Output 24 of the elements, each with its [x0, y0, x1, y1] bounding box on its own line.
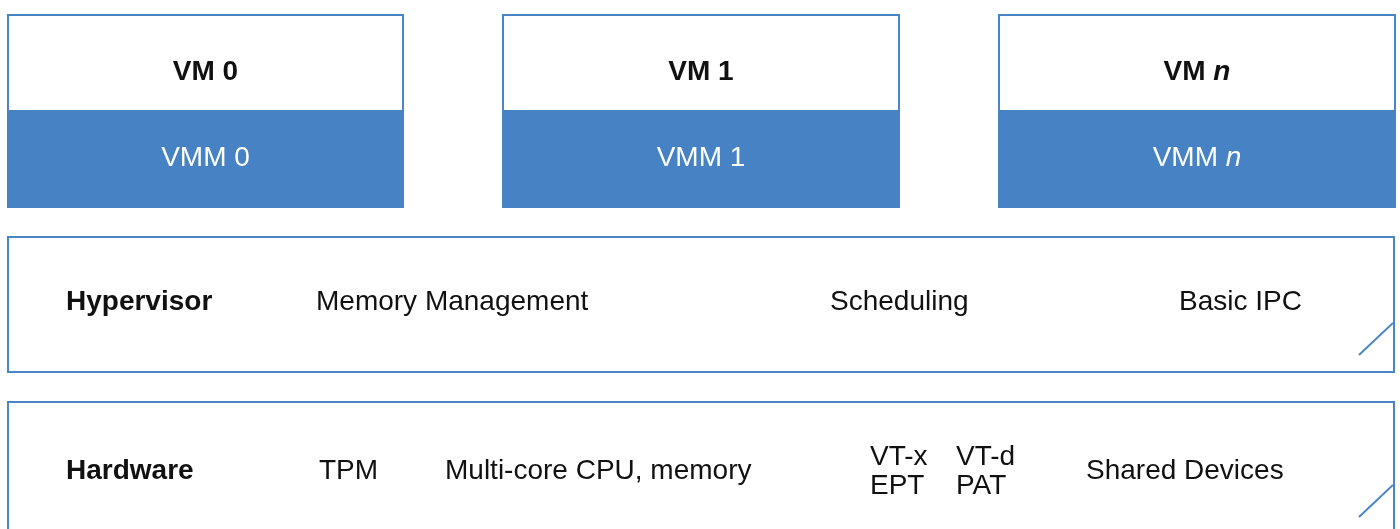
vmm-bar [7, 110, 404, 208]
component-label: Memory Management [316, 286, 589, 316]
vm-label: VM n [1162, 56, 1232, 86]
layer-band [7, 401, 1395, 529]
layer-title: Hypervisor [66, 286, 213, 316]
vm-label: VM 0 [171, 56, 240, 86]
vmm-bar [502, 110, 900, 208]
vmm-bar [998, 110, 1396, 208]
layer-band [7, 236, 1395, 373]
layer-title: Hardware [66, 455, 194, 485]
vm-box [502, 14, 900, 208]
component-label: TPM [319, 455, 379, 485]
vmm-label: VMM n [1151, 142, 1243, 172]
vmm-label: VMM 1 [655, 142, 747, 172]
vm-box [7, 14, 404, 208]
vm-label: VM 1 [667, 56, 735, 86]
component-label: VT-d PAT [956, 441, 1017, 500]
vmm-label: VMM 0 [160, 142, 251, 172]
component-label: Basic IPC [1179, 286, 1302, 316]
vm-box [998, 14, 1396, 208]
component-label: Shared Devices [1086, 455, 1284, 485]
component-label: Multi-core CPU, memory [445, 455, 752, 485]
component-label: VT-x EPT [870, 441, 929, 500]
component-label: Scheduling [830, 286, 969, 316]
